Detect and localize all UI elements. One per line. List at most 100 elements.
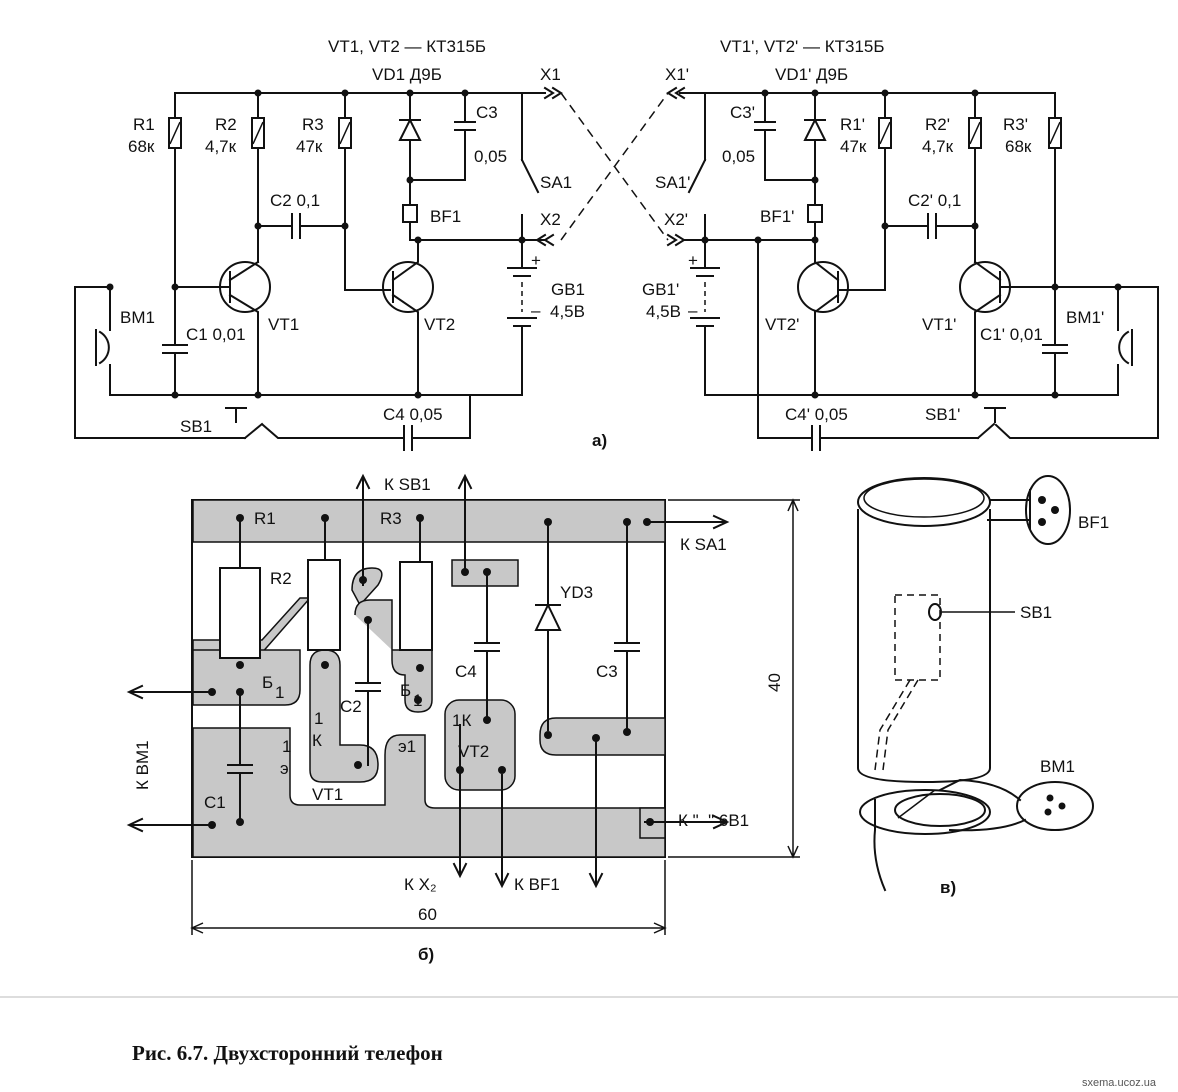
pcb-label-to-sb1: К SB1	[384, 475, 431, 494]
pcb-label-k1c: 1К	[452, 711, 471, 730]
right-junction-dot	[1051, 283, 1059, 291]
left-c1-capacitor	[162, 289, 188, 396]
right-r2-resistor	[968, 117, 982, 149]
right-c2-label: C2' 0,1	[908, 191, 961, 210]
pcb-sublabel: б)	[418, 945, 434, 964]
pcb-label-c1: C1	[204, 793, 226, 812]
pcb-pad	[359, 576, 367, 584]
pcb-arrow-x2	[452, 724, 468, 879]
pcb-pad	[321, 514, 329, 522]
pcb-c2-capacitor	[355, 619, 381, 766]
pcb-pad	[461, 568, 469, 576]
device-bm1-microphone	[1016, 781, 1094, 831]
device-bm1-hole	[1058, 802, 1066, 810]
left-r1-value: 68к	[128, 137, 155, 156]
device-wire-dashed	[874, 679, 919, 771]
device-bf1-earpiece	[1025, 475, 1071, 545]
device-top-rim	[863, 478, 985, 518]
device-arrow-line	[897, 789, 936, 819]
left-r3-slash	[339, 121, 351, 145]
right-junction-dot	[881, 89, 889, 97]
right-c3-wire	[764, 92, 816, 181]
pcb-label-to-x2: К X₂	[404, 875, 437, 894]
pcb-r3-trace	[354, 599, 433, 713]
left-junction-dot	[106, 283, 114, 291]
pcb-pad	[354, 761, 362, 769]
right-c2-capacitor	[927, 213, 937, 239]
left-bf1-label: BF1	[430, 207, 461, 226]
pcb-pad	[483, 716, 491, 724]
device-cylinder-top	[857, 477, 991, 527]
pcb-arrow-up	[457, 473, 473, 571]
pcb-label-r3: R3	[380, 509, 402, 528]
pcb-label-k1-num: 1	[314, 709, 323, 728]
left-c3-wire	[409, 92, 466, 181]
pcb-pad	[321, 661, 329, 669]
left-gb1-label: GB1	[551, 280, 585, 299]
right-sb1-contact	[976, 422, 996, 440]
right-junction-dot	[1051, 391, 1059, 399]
device-sublabel: в)	[940, 878, 956, 897]
right-vt2-transistor	[797, 261, 849, 313]
pcb-label-e1-num: 1	[282, 737, 291, 756]
left-x2-label: X2	[540, 210, 561, 229]
right-c1-capacitor	[1042, 289, 1068, 396]
left-junction-dot	[254, 89, 262, 97]
pcb-pad	[623, 728, 631, 736]
pcb-pad	[623, 518, 631, 526]
left-r1-slash	[169, 121, 181, 145]
right-bf1-speaker	[807, 204, 823, 223]
pcb-pad	[364, 616, 372, 624]
pcb-label-b1-left: Б	[262, 673, 273, 692]
pcb-dimension-height	[668, 498, 800, 859]
right-junction-dot	[811, 89, 819, 97]
right-bm1-microphone	[1118, 329, 1133, 366]
right-x1-label: X1'	[665, 65, 689, 84]
left-c2-label: C2 0,1	[270, 191, 320, 210]
schematic-right: VT1', VT2' — КТ315Б VD1' Д9Б X1' C3' 0,0…	[642, 37, 1159, 451]
right-junction-dot	[971, 222, 979, 230]
pcb-pad	[483, 568, 491, 576]
right-transistor-note: VT1', VT2' — КТ315Б	[720, 37, 885, 56]
right-junction-dot	[701, 236, 709, 244]
right-r2-label: R2'	[925, 115, 950, 134]
pcb-label-e1c: э1	[398, 737, 416, 756]
left-c4-capacitor	[403, 425, 413, 451]
left-junction-dot	[406, 176, 414, 184]
left-sa1-label: SA1	[540, 173, 572, 192]
left-junction-dot	[414, 391, 422, 399]
left-diode-note: VD1 Д9Б	[372, 65, 442, 84]
left-x2-connector	[521, 233, 555, 247]
left-vt1-label: VT1	[268, 315, 299, 334]
right-vt2-leads	[814, 225, 886, 396]
pcb-pad	[544, 518, 552, 526]
left-r3-label: R3	[302, 115, 324, 134]
right-bm1-label: BM1'	[1066, 308, 1104, 327]
left-vt2-leads	[391, 239, 419, 396]
right-sb1-c4-wire	[757, 239, 1159, 439]
right-junction-dot	[881, 222, 889, 230]
right-r1-resistor	[878, 117, 892, 149]
right-c4-capacitor	[811, 425, 821, 451]
pcb-r1-body	[219, 567, 261, 659]
pcb-label-b1-right: Б	[400, 681, 411, 700]
pcb-label-b1-left-sub: 1	[275, 683, 284, 702]
right-c3-capacitor	[754, 121, 776, 131]
left-sb1-contact	[243, 422, 264, 440]
pcb-pad	[236, 818, 244, 826]
left-junction-dot	[171, 391, 179, 399]
device-cylinder-body	[857, 509, 991, 784]
left-c3-value: 0,05	[474, 147, 507, 166]
pcb-sb1-pad	[351, 567, 383, 607]
left-c2-capacitor	[291, 213, 301, 239]
right-junction-dot	[761, 89, 769, 97]
right-x1-connector	[666, 86, 686, 100]
pcb-label-r1: R1	[254, 509, 276, 528]
pcb-label-vt2: VT2	[458, 742, 489, 761]
pcb-label-to-bm1: К BM1	[133, 740, 152, 790]
left-vd1-wire	[409, 92, 523, 241]
pcb-pad	[208, 821, 216, 829]
pcb-label-yd3: YD3	[560, 583, 593, 602]
left-c3-label: C3	[476, 103, 498, 122]
